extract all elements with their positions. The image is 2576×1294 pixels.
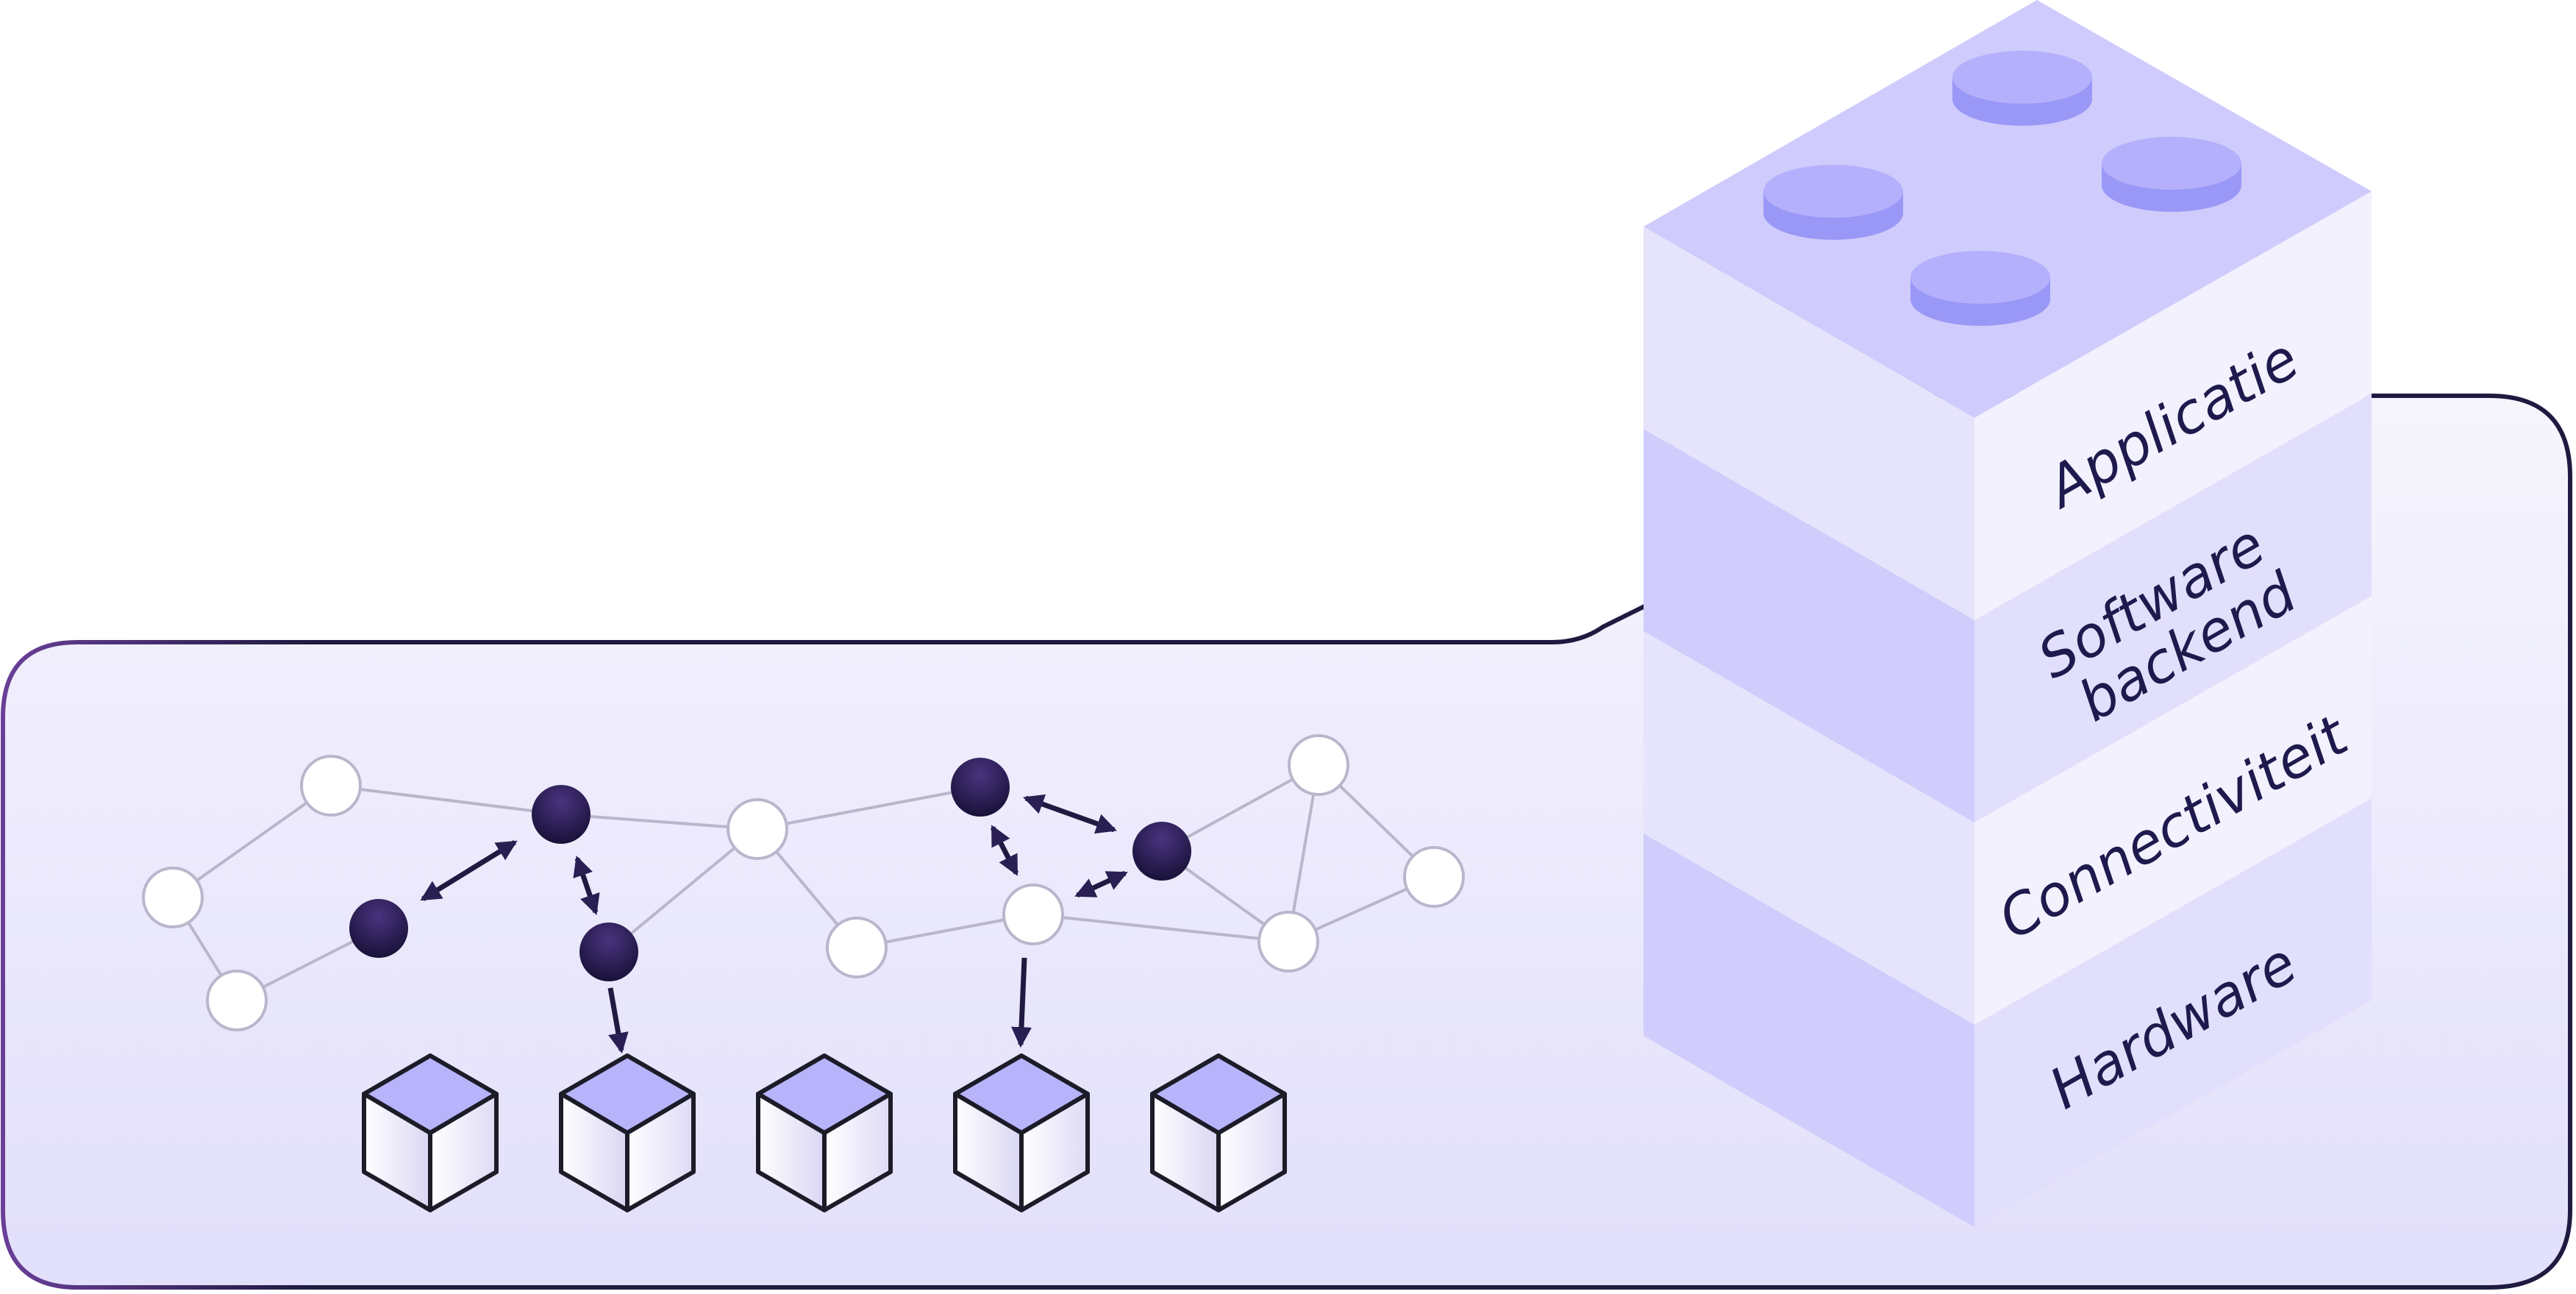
network-node (1403, 846, 1465, 908)
down-arrow (1011, 957, 1032, 1048)
layer-applicatie (1644, 191, 2372, 620)
active-nodes (349, 758, 1191, 981)
brick-top-face (1644, 0, 2372, 418)
network-node (142, 867, 204, 928)
network-node (826, 917, 888, 978)
layer-software-backend (1644, 394, 2372, 822)
layer-stack: Applicatie Software backend Connectivite… (1644, 0, 2372, 1227)
network-node (1288, 734, 1349, 796)
stud-icon (2102, 137, 2241, 212)
brick-studs (1763, 51, 2241, 326)
device-cube-icon (756, 1053, 893, 1212)
layer-connectiviteit (1644, 596, 2372, 1025)
bidirectional-arrow (1074, 870, 1128, 898)
network-node (300, 755, 362, 817)
active-node (951, 758, 1010, 817)
bidirectional-arrow (573, 856, 600, 915)
network-node (1257, 911, 1319, 973)
device-cube-icon (362, 1053, 499, 1212)
active-node (1132, 822, 1191, 881)
device-cube-icon (559, 1053, 696, 1212)
bidirectional-arrow (990, 825, 1019, 876)
device-cube-icon (953, 1053, 1090, 1212)
data-flow-arrows (420, 794, 1128, 1054)
network-node (206, 970, 268, 1031)
network-node (1002, 884, 1064, 945)
layer-hardware (1644, 798, 2372, 1227)
stud-icon (1952, 51, 2092, 126)
bidirectional-arrow (1023, 794, 1117, 834)
network-node (727, 798, 788, 860)
hollow-nodes (142, 734, 1465, 1031)
bidirectional-arrow (420, 840, 518, 901)
stud-icon (1763, 165, 1903, 240)
active-node (349, 899, 408, 958)
device-cube-icon (1150, 1053, 1287, 1212)
device-cubes (362, 1053, 1287, 1212)
active-node (579, 922, 638, 981)
down-arrow (607, 987, 629, 1054)
stud-icon (1910, 251, 2050, 326)
active-node (532, 785, 591, 844)
